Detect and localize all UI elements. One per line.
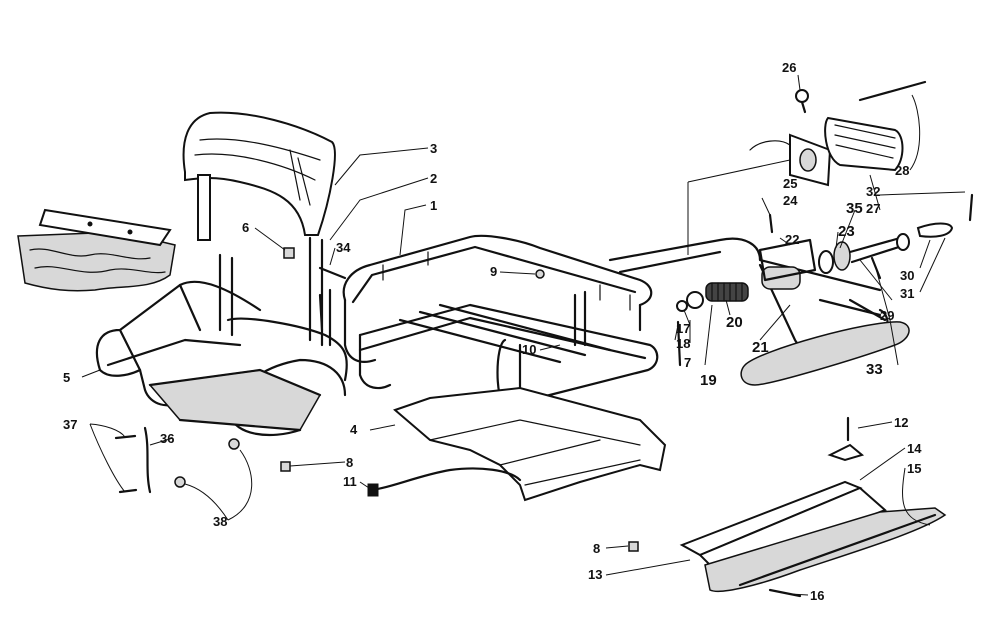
- callout-1: 1: [430, 198, 437, 213]
- callout-22: 22: [785, 232, 799, 247]
- callout-8-seat: 8: [346, 455, 353, 470]
- callout-2: 2: [430, 171, 437, 186]
- hardware: [114, 193, 974, 598]
- callout-3: 3: [430, 141, 437, 156]
- callout-11: 11: [343, 474, 357, 489]
- callout-15: 15: [907, 461, 921, 476]
- callout-18: 18: [676, 336, 690, 351]
- callout-8-runner: 8: [593, 541, 600, 556]
- callout-25: 25: [783, 176, 797, 191]
- runner-boards: [679, 443, 947, 593]
- callout-9: 9: [490, 264, 497, 279]
- callout-5: 5: [63, 370, 70, 385]
- callout-38: 38: [213, 514, 227, 529]
- callout-24: 24: [783, 193, 798, 208]
- callout-34: 34: [336, 240, 351, 255]
- callout-28: 28: [895, 163, 909, 178]
- tail-light: [749, 80, 927, 187]
- wire-harness: [367, 467, 522, 497]
- callout-36: 36: [160, 431, 174, 446]
- callout-21: 21: [752, 339, 769, 356]
- callout-29: 29: [880, 308, 894, 323]
- hinge-spring-assembly: [676, 238, 817, 312]
- callout-31: 31: [900, 286, 914, 301]
- callout-19: 19: [700, 372, 717, 389]
- cargo-rack: [342, 234, 659, 418]
- callout-32: 32: [866, 184, 880, 199]
- callout-16: 16: [810, 588, 824, 603]
- callout-13: 13: [588, 567, 602, 582]
- leader-lines: [81, 74, 966, 596]
- mounting-frame: [608, 237, 910, 386]
- callout-4: 4: [350, 422, 358, 437]
- callout-6: 6: [242, 220, 249, 235]
- callout-26: 26: [782, 60, 796, 75]
- seat-cushion: [17, 208, 176, 292]
- callout-30: 30: [900, 268, 914, 283]
- seat-backrest: [182, 111, 336, 241]
- callout-35: 35: [846, 200, 863, 217]
- skid-plate: [393, 386, 667, 502]
- seat-frame: [95, 236, 348, 437]
- callout-23: 23: [838, 223, 855, 240]
- callout-20: 20: [726, 314, 743, 331]
- callout-17: 17: [676, 321, 690, 336]
- callout-labels: 1 2 3 4 5 6 7 8 8 9 10 11 12 13 14 15 16…: [63, 60, 922, 603]
- callout-14: 14: [907, 441, 922, 456]
- callout-27: 27: [866, 201, 880, 216]
- callout-7: 7: [684, 355, 691, 370]
- pin-bushing-assembly: [818, 222, 954, 274]
- callout-10: 10: [522, 342, 536, 357]
- callout-37: 37: [63, 417, 77, 432]
- callout-33: 33: [866, 361, 883, 378]
- callout-12: 12: [894, 415, 908, 430]
